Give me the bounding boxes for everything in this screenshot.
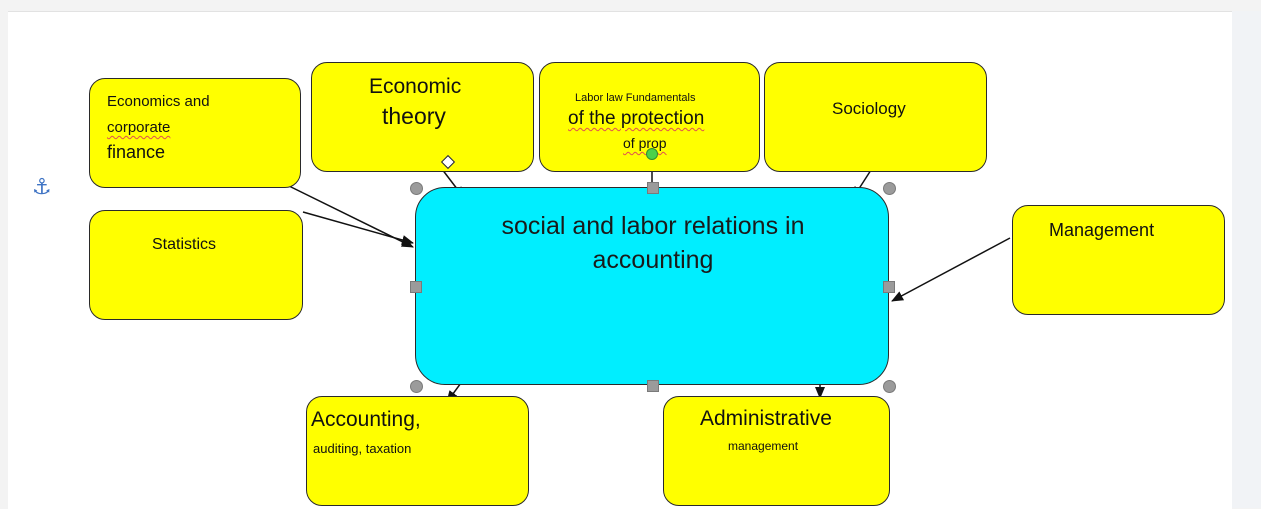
box-economics-line2: corporate xyxy=(107,119,171,136)
box-labor-law-line2: of the protection xyxy=(568,108,705,129)
central-shape[interactable]: social and labor relations in accounting xyxy=(415,187,889,385)
box-management[interactable]: Management xyxy=(1012,205,1225,315)
central-title-line1: social and labor relations in xyxy=(501,212,805,240)
box-labor-law-line1: Labor law Fundamentals xyxy=(575,92,696,104)
resize-handle-top-right[interactable] xyxy=(883,182,896,195)
box-sociology[interactable]: Sociology xyxy=(764,62,987,172)
resize-handle-bottom-left[interactable] xyxy=(410,380,423,393)
box-administrative-line1: Administrative xyxy=(700,407,832,430)
box-economic-theory[interactable]: Economic theory xyxy=(311,62,534,172)
box-economic-theory-line2: theory xyxy=(382,103,446,129)
box-economic-theory-line1: Economic xyxy=(369,75,462,98)
resize-handle-bottom-right[interactable] xyxy=(883,380,896,393)
resize-handle-bottom[interactable] xyxy=(647,380,659,392)
box-statistics-line1: Statistics xyxy=(152,236,217,253)
arrow-statistics[interactable] xyxy=(302,211,414,245)
resize-handle-top-left[interactable] xyxy=(410,182,423,195)
box-economics-finance[interactable]: Economics and corporate finance xyxy=(89,78,301,188)
box-statistics[interactable]: Statistics xyxy=(89,210,303,320)
box-labor-law[interactable]: Labor law Fundamentals of the protection… xyxy=(539,62,760,172)
scrollbar-gutter[interactable] xyxy=(1232,11,1261,508)
box-administrative-line2: management xyxy=(728,439,799,453)
box-economics-line1: Economics and xyxy=(107,93,210,110)
arrow-management[interactable] xyxy=(891,237,1011,302)
resize-handle-right[interactable] xyxy=(883,281,895,293)
box-management-line1: Management xyxy=(1049,220,1155,240)
resize-handle-top[interactable] xyxy=(647,182,659,194)
box-economics-line3: finance xyxy=(107,142,166,162)
anchor-icon[interactable]: ⚓ xyxy=(32,174,52,199)
box-labor-law-line3: of prop xyxy=(623,135,667,151)
box-accounting[interactable]: Accounting, auditing, taxation xyxy=(306,396,529,506)
box-administrative[interactable]: Administrative management xyxy=(663,396,890,506)
resize-handle-left[interactable] xyxy=(410,281,422,293)
box-accounting-line2: auditing, taxation xyxy=(313,441,412,456)
rotation-handle[interactable] xyxy=(646,148,658,160)
box-accounting-line1: Accounting, xyxy=(311,408,421,431)
central-title-line2: accounting xyxy=(592,246,714,274)
box-sociology-line1: Sociology xyxy=(832,99,906,118)
